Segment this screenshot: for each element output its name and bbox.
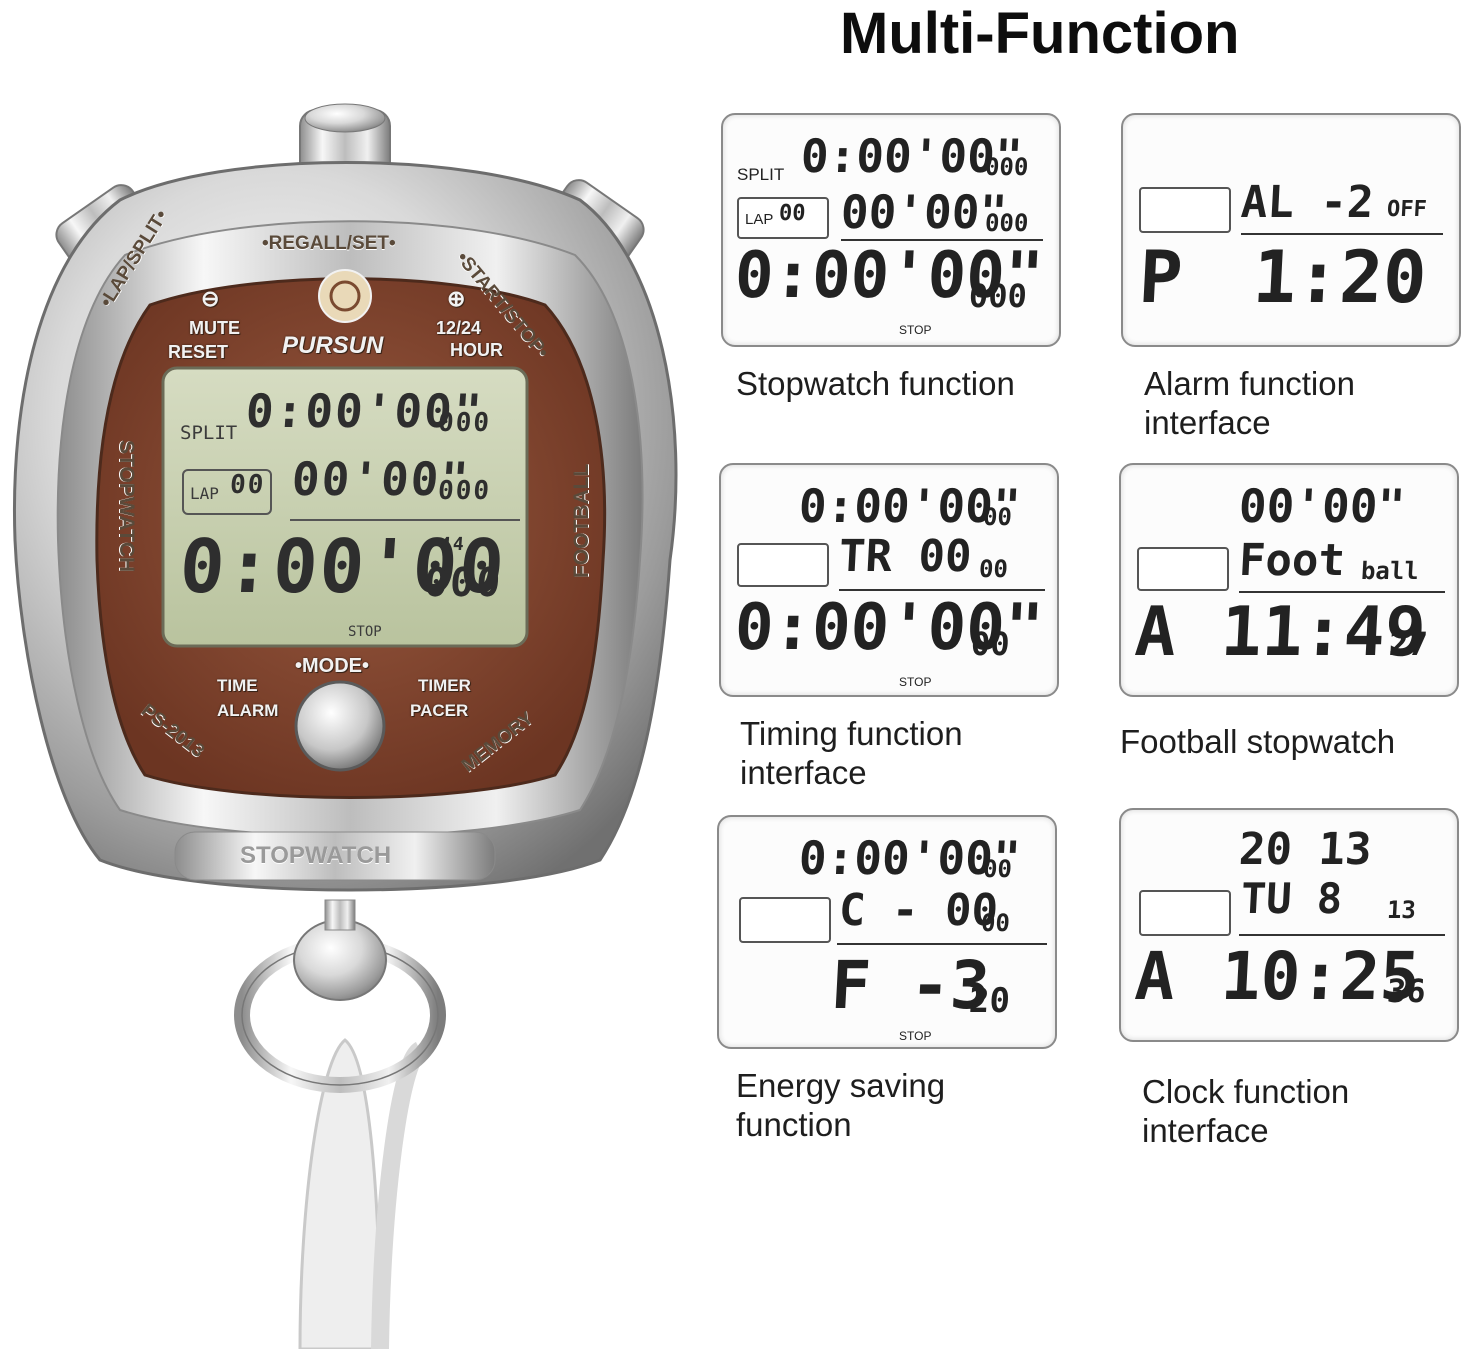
watch-lap-number: 00 bbox=[228, 470, 267, 500]
clock-year: 20 13 bbox=[1237, 824, 1373, 875]
lap-box bbox=[737, 197, 829, 239]
clock-date-small: 13 bbox=[1386, 896, 1417, 924]
mode-button-label[interactable]: •MODE• bbox=[295, 655, 370, 677]
lap-label: LAP bbox=[745, 211, 774, 228]
pacer-label: PACER bbox=[410, 701, 469, 720]
minus-symbol: ⊖ bbox=[201, 286, 220, 311]
divider bbox=[1239, 591, 1445, 593]
alarm-status: OFF bbox=[1386, 197, 1428, 222]
blank-box bbox=[1139, 187, 1231, 233]
stop-label: STOP bbox=[899, 1029, 932, 1043]
caption-stopwatch: Stopwatch function bbox=[736, 364, 1015, 403]
lcd-panel-timing: 0:00'00" 00 TR 00 00 0:00'00" 00 STOP bbox=[719, 463, 1059, 697]
alarm-number: AL -2 bbox=[1239, 177, 1375, 228]
blank-box bbox=[1139, 890, 1231, 936]
caption-clock: Clock function interface bbox=[1142, 1072, 1349, 1150]
am-pm-indicator: A bbox=[1132, 938, 1177, 1015]
timer-row2-ms: 00 bbox=[978, 555, 1009, 583]
caption-line: function bbox=[736, 1106, 852, 1143]
side-label-stopwatch: STOPWATCH bbox=[115, 440, 138, 573]
recall-set-button-label[interactable]: •REGALL/SET• bbox=[262, 233, 396, 254]
lcd-panel-alarm: AL -2 OFF P 1:20 bbox=[1121, 113, 1461, 347]
lcd-panel-energy-saving: 0:00'00" 00 C - 00 00 F -3 20 STOP bbox=[717, 815, 1057, 1049]
caption-line: Timing function bbox=[740, 715, 963, 752]
timer-label: TIMER bbox=[418, 676, 471, 695]
mute-label: MUTE bbox=[189, 318, 240, 338]
clock-date: TU 8 bbox=[1239, 874, 1344, 923]
stopwatch-illustration bbox=[13, 103, 678, 1349]
split-ms: 000 bbox=[984, 153, 1030, 181]
football-mode-small: ball bbox=[1360, 557, 1420, 585]
football-row1: 00'00" bbox=[1237, 479, 1407, 533]
time-label: TIME bbox=[217, 676, 258, 695]
plus-symbol: ⊕ bbox=[447, 286, 466, 311]
timer-main-ms: 00 bbox=[970, 625, 1011, 663]
divider bbox=[841, 239, 1043, 241]
am-pm-indicator: P bbox=[1136, 235, 1185, 319]
alarm-label: ALARM bbox=[217, 701, 279, 720]
football-seconds: 27 bbox=[1388, 625, 1429, 663]
caption-line: interface bbox=[1142, 1112, 1269, 1149]
energy-row2: C - 00 bbox=[837, 885, 1000, 936]
page-title: Multi-Function bbox=[840, 1, 1240, 66]
caption-line: interface bbox=[740, 754, 867, 791]
watch-main-ms: 000 bbox=[422, 560, 504, 606]
caption-line: Stopwatch function bbox=[736, 365, 1015, 402]
blank-box bbox=[739, 897, 831, 943]
watch-row2-ms: 000 bbox=[436, 476, 493, 506]
main-ms: 000 bbox=[968, 277, 1028, 315]
alarm-time: 1:20 bbox=[1250, 235, 1429, 319]
energy-row2-ms: 00 bbox=[980, 909, 1011, 937]
blank-box bbox=[1137, 547, 1229, 591]
watch-lap-label: LAP bbox=[190, 484, 219, 503]
football-mode-text: Foot bbox=[1237, 535, 1347, 586]
divider bbox=[1241, 233, 1443, 235]
bezel-label: STOPWATCH bbox=[240, 842, 392, 869]
am-pm-indicator: A bbox=[1132, 593, 1179, 672]
brand-logo: PURSUN bbox=[282, 332, 384, 359]
stop-label: STOP bbox=[899, 323, 932, 337]
divider bbox=[839, 589, 1045, 591]
clock-seconds: 36 bbox=[1386, 972, 1427, 1010]
caption-football: Football stopwatch bbox=[1120, 722, 1395, 761]
caption-line: Clock function bbox=[1142, 1073, 1350, 1110]
caption-line: Energy saving bbox=[736, 1067, 946, 1104]
hour-format-label: 12/24 bbox=[436, 318, 482, 338]
blank-box bbox=[737, 543, 829, 587]
caption-line: Alarm function bbox=[1144, 365, 1355, 402]
lcd-panel-football: 00'00" Foot ball A 11:49 27 bbox=[1119, 463, 1459, 697]
lap-time: 00'00" bbox=[839, 185, 1009, 239]
energy-main-small: 20 bbox=[967, 981, 1012, 1021]
stop-label: STOP bbox=[899, 675, 932, 689]
reset-label: RESET bbox=[168, 342, 229, 362]
watch-stop-label: STOP bbox=[348, 624, 382, 640]
caption-line: Football stopwatch bbox=[1120, 723, 1396, 760]
timer-row1-ms: 00 bbox=[982, 503, 1013, 531]
lap-ms: 000 bbox=[984, 209, 1030, 237]
lap-number: 00 bbox=[778, 201, 807, 226]
lcd-panel-stopwatch: SPLIT 0:00'00" 000 LAP 00 00'00" 000 0:0… bbox=[721, 113, 1061, 347]
lcd-panel-clock: 20 13 TU 8 13 A 10:25 36 bbox=[1119, 808, 1459, 1042]
watch-row1-ms: 000 bbox=[436, 408, 493, 438]
split-label: SPLIT bbox=[737, 165, 785, 184]
watch-main-super: 44 bbox=[439, 534, 467, 555]
divider bbox=[837, 943, 1047, 945]
caption-alarm: Alarm function interface bbox=[1144, 364, 1355, 442]
timer-row2: TR 00 bbox=[837, 531, 973, 582]
divider bbox=[1239, 934, 1445, 936]
side-label-football: FOOTBALL bbox=[570, 463, 593, 578]
hour-label: HOUR bbox=[450, 340, 503, 360]
caption-line: interface bbox=[1144, 404, 1271, 441]
caption-timing: Timing function interface bbox=[740, 714, 963, 792]
caption-energy-saving: Energy saving function bbox=[736, 1066, 945, 1144]
watch-split-label: SPLIT bbox=[180, 422, 238, 444]
energy-row1-ms: 00 bbox=[982, 855, 1013, 883]
